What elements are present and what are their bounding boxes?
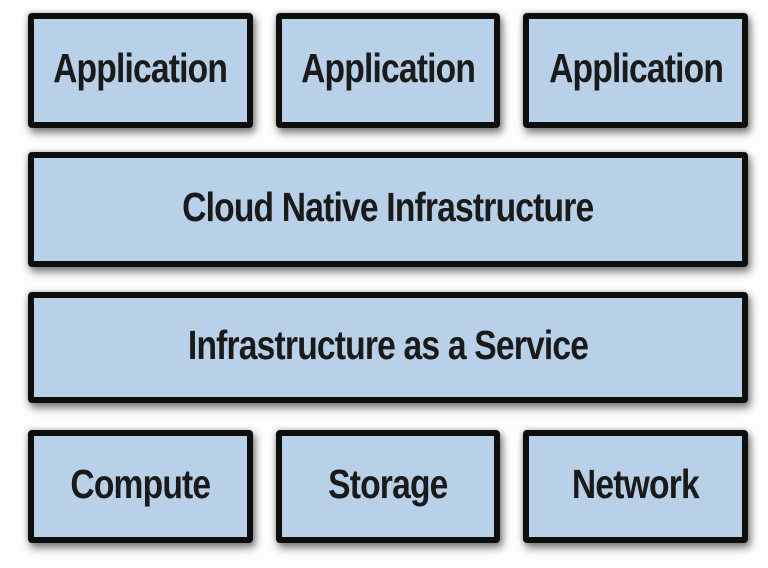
compute-box-label: Compute (70, 461, 211, 507)
storage-box-label: Storage (328, 461, 448, 507)
applications-row: Application Application Application (28, 13, 749, 128)
storage-box: Storage (275, 430, 501, 543)
infrastructure-as-a-service-label: Infrastructure as a Service (187, 322, 589, 368)
compute-box: Compute (28, 430, 253, 543)
infrastructure-as-a-service-row: Infrastructure as a Service (28, 292, 748, 403)
application-box-1: Application (28, 13, 253, 128)
cloud-native-infrastructure-box: Cloud Native Infrastructure (28, 152, 748, 267)
infrastructure-as-a-service-box: Infrastructure as a Service (28, 292, 748, 403)
application-box-2-label: Application (300, 45, 476, 91)
application-box-2: Application (275, 13, 501, 128)
cloud-native-infrastructure-row: Cloud Native Infrastructure (28, 152, 748, 267)
network-box-label: Network (572, 461, 700, 507)
application-box-1-label: Application (53, 45, 228, 91)
resources-row: Compute Storage Network (28, 430, 749, 543)
network-box: Network (523, 430, 749, 543)
application-box-3: Application (523, 13, 749, 128)
application-box-3-label: Application (548, 45, 724, 91)
cloud-native-infrastructure-label: Cloud Native Infrastructure (182, 184, 594, 230)
